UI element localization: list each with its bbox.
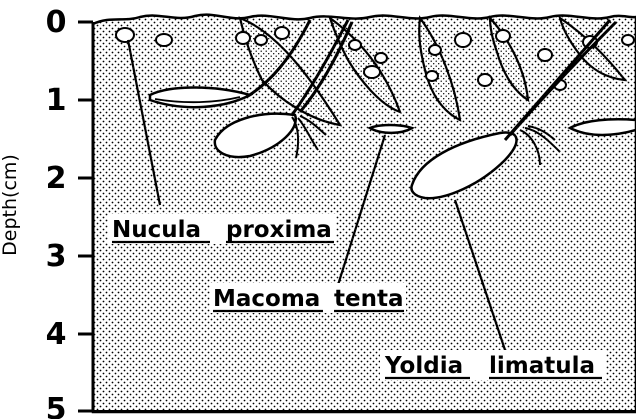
label-nucula: Nucula proxima — [108, 214, 336, 244]
pebble — [255, 35, 267, 45]
tick-label-2: 2 — [46, 161, 67, 196]
label-nucula-species: proxima — [226, 217, 332, 243]
tick-label-4: 4 — [46, 317, 67, 352]
label-macoma-species: tenta — [334, 286, 403, 312]
pebble — [236, 32, 250, 44]
pebble — [364, 66, 380, 78]
pebble — [275, 27, 289, 39]
pebble — [156, 34, 172, 46]
pebble — [538, 49, 552, 61]
pebble — [349, 40, 361, 50]
pebble — [455, 33, 471, 47]
pebble — [426, 71, 438, 81]
label-yoldia: Yoldia limatula — [380, 350, 606, 380]
pebble — [429, 45, 441, 55]
pebble — [496, 30, 510, 42]
tick-label-3: 3 — [46, 239, 67, 274]
label-yoldia-species: limatula — [489, 353, 595, 379]
pebble — [375, 53, 387, 63]
pebble — [116, 28, 134, 42]
label-yoldia-genus: Yoldia — [384, 353, 463, 379]
label-nucula-genus: Nucula — [112, 217, 201, 243]
label-macoma: Macoma tenta — [210, 283, 406, 313]
tick-label-5: 5 — [46, 392, 67, 419]
axis-title: Depth(cm) — [0, 154, 21, 256]
label-macoma-genus: Macoma — [213, 286, 320, 312]
pebble — [622, 35, 634, 45]
tick-label-0: 0 — [46, 5, 67, 40]
macoma-small — [370, 125, 412, 133]
tick-label-1: 1 — [46, 83, 67, 118]
pebble — [478, 74, 492, 86]
depth-ticks — [78, 22, 93, 411]
